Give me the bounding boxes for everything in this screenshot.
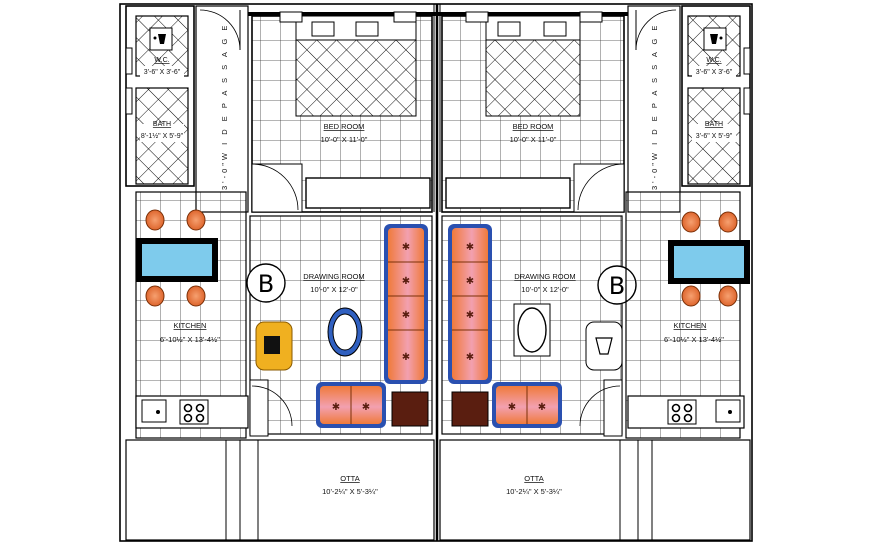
wardrobe-right [445, 177, 571, 209]
otta-left-floor [125, 439, 435, 541]
wc-right-name: W.C. [706, 57, 721, 64]
center-table-right [513, 303, 551, 357]
svg-text:✱: ✱ [402, 310, 410, 321]
svg-text:✱: ✱ [466, 276, 474, 287]
armchair-right [585, 321, 623, 371]
tag-b-right-label: B [609, 272, 625, 300]
svg-text:✱: ✱ [402, 276, 410, 287]
stove-right-icon [667, 399, 697, 425]
otta-right-name: OTTA [524, 474, 543, 483]
otta-right-size: 10'-2¼" X 5'-3¼" [506, 487, 562, 496]
svg-text:✱: ✱ [508, 402, 516, 413]
bedroom-left-name: BED ROOM [324, 122, 365, 131]
sofa-left-long: ✱ ✱ ✱ ✱ [384, 224, 428, 384]
kitchen-right-name: KITCHEN [674, 321, 707, 330]
passage-right-label: 3'-0"W I D E P A S S A G E [650, 23, 659, 190]
armchair-left [255, 321, 293, 371]
svg-text:✱: ✱ [466, 242, 474, 253]
dining-set-right [668, 211, 750, 307]
bed-right [465, 11, 603, 117]
passage-left [195, 5, 249, 213]
bedroom-right-name: BED ROOM [513, 122, 554, 131]
svg-text:✱: ✱ [466, 310, 474, 321]
svg-text:✱: ✱ [466, 352, 474, 363]
sofa-left-short: ✱ ✱ [316, 382, 386, 428]
svg-text:✱: ✱ [538, 402, 546, 413]
passage-left-label: 3'-0"W I D E P A S S A G E [220, 23, 229, 190]
bath-left-name: BATH [153, 121, 171, 128]
tag-b-left: B [246, 263, 286, 303]
kitchen-right-size: 6'-10½" X 13'-4½" [664, 335, 724, 344]
bath-right-size: 3'-6" X 5'-9" [696, 133, 733, 140]
wardrobe-left [305, 177, 431, 209]
bath-right-name: BATH [705, 121, 723, 128]
otta-right-floor [439, 439, 751, 541]
otta-left-name: OTTA [340, 474, 359, 483]
sofa-right-long: ✱ ✱ ✱ ✱ [448, 224, 492, 384]
otta-left-size: 10'-2¼" X 5'-3¼" [322, 487, 378, 496]
drawing-left-size: 10'-0" X 12'-0" [310, 285, 358, 294]
bed-left [279, 11, 417, 117]
svg-text:✱: ✱ [332, 402, 340, 413]
drawing-right-name: DRAWING ROOM [514, 272, 575, 281]
toilet-right-icon [703, 27, 727, 51]
wc-left-size: 3'-6" X 3'-6" [144, 69, 181, 76]
wc-right-size: 3'-6" X 3'-6" [696, 69, 733, 76]
toilet-left-icon [149, 27, 173, 51]
stove-left-icon [179, 399, 209, 425]
svg-text:✱: ✱ [362, 402, 370, 413]
drawing-left-name: DRAWING ROOM [303, 272, 364, 281]
center-table-left [327, 307, 363, 357]
dining-set-left [136, 209, 218, 307]
wc-left-name: W.C. [154, 57, 169, 64]
drawing-right-size: 10'-0" X 12'-0" [521, 285, 569, 294]
bedroom-left-size: 10'-0" X 11'-0" [321, 135, 368, 144]
passage-right [627, 5, 681, 213]
tag-b-left-label: B [258, 270, 274, 298]
kitchen-left-size: 6'-10½" X 13'-4½" [160, 335, 220, 344]
bedroom-right-size: 10'-0" X 11'-0" [510, 135, 557, 144]
sofa-right-short: ✱ ✱ [492, 382, 562, 428]
side-table-right [451, 391, 489, 427]
bath-left-size: 8'-1½" X 5'-9" [141, 132, 184, 140]
kitchen-left-name: KITCHEN [174, 321, 207, 330]
side-table-left [391, 391, 429, 427]
svg-text:✱: ✱ [402, 352, 410, 363]
svg-text:✱: ✱ [402, 242, 410, 253]
